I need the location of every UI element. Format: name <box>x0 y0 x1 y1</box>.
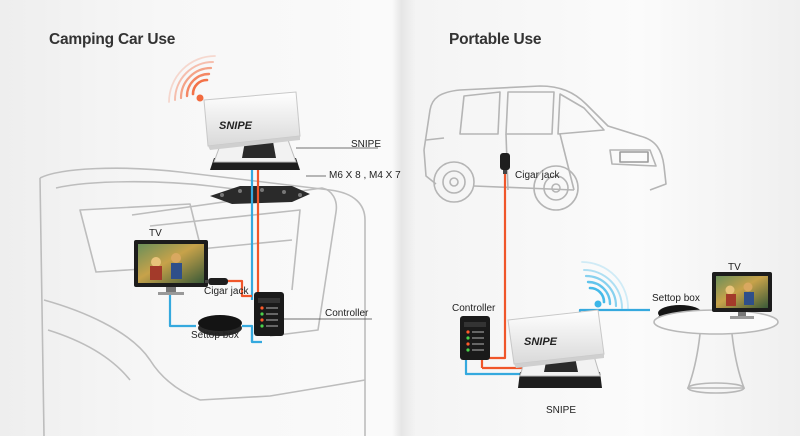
cigar-jack-left <box>205 278 228 285</box>
bolts-label: M6 X 8 , M4 X 7 <box>329 170 401 181</box>
cigar-jack-label-right: Cigar jack <box>515 170 560 181</box>
camping-car-heading: Camping Car Use <box>49 31 176 48</box>
suv-outline <box>423 85 667 191</box>
snipe-label-left: SNIPE <box>351 139 382 150</box>
signal-waves-right <box>581 261 629 311</box>
roof-mount-plate <box>210 186 310 204</box>
settop-box-left <box>198 315 242 336</box>
suv-wheels <box>433 161 579 211</box>
snipe-antenna-right <box>507 309 605 388</box>
controller-label-right: Controller <box>452 303 496 314</box>
settop-box-label-left: Settop box <box>191 330 239 341</box>
tv-label-right: TV <box>728 262 741 273</box>
snipe-brand-right: SNIPE <box>524 336 558 348</box>
leader-lines-left <box>284 147 378 320</box>
snipe-label-right: SNIPE <box>546 405 577 416</box>
settop-box-label-right: Settop box <box>652 293 700 304</box>
snipe-brand-left: SNIPE <box>219 120 253 132</box>
snipe-antenna-left <box>203 91 301 170</box>
cigar-jack-right <box>500 153 510 174</box>
tv-left <box>134 240 208 295</box>
controller-label-left: Controller <box>325 308 369 319</box>
portable-heading: Portable Use <box>449 31 542 48</box>
table-right <box>653 309 779 394</box>
cigar-jack-label-left: Cigar jack <box>204 286 249 297</box>
tv-label-left: TV <box>149 228 162 239</box>
camper-van-outline <box>39 167 366 436</box>
signal-waves-left <box>168 55 216 103</box>
controller-left <box>254 292 284 336</box>
controller-right <box>460 316 490 360</box>
tv-right <box>712 272 772 319</box>
